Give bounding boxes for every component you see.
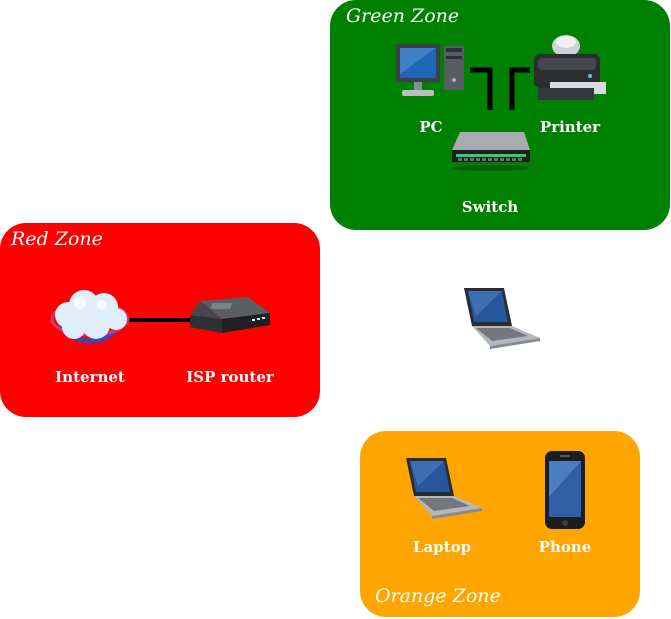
pc-label: PC	[419, 118, 443, 136]
green-zone-title: Green Zone	[346, 5, 460, 27]
green-zone: Green Zone PC Printer	[330, 0, 670, 230]
red-zone-link	[128, 318, 196, 322]
orange-zone: Laptop Phone Orange Zone	[360, 431, 640, 617]
phone-label: Phone	[538, 538, 592, 556]
printer-label: Printer	[539, 118, 601, 136]
isp-router-label: ISP router	[186, 368, 274, 386]
red-zone-title: Red Zone	[11, 228, 103, 250]
laptop-label: Laptop	[412, 538, 472, 556]
laptop-icon	[398, 456, 484, 524]
red-zone: Red Zone Internet	[0, 223, 320, 417]
smartphone-icon	[542, 449, 588, 531]
globe-cloud-icon	[46, 285, 136, 349]
internet-label: Internet	[55, 368, 125, 386]
orange-zone-title: Orange Zone	[375, 585, 501, 607]
switch-label: Switch	[461, 198, 519, 216]
green-zone-links	[470, 67, 530, 110]
printer-icon	[530, 32, 610, 106]
desktop-computer-icon	[390, 40, 470, 100]
network-switch-icon	[448, 128, 532, 174]
router-icon	[186, 293, 276, 343]
unzoned-laptop-icon	[456, 286, 542, 354]
